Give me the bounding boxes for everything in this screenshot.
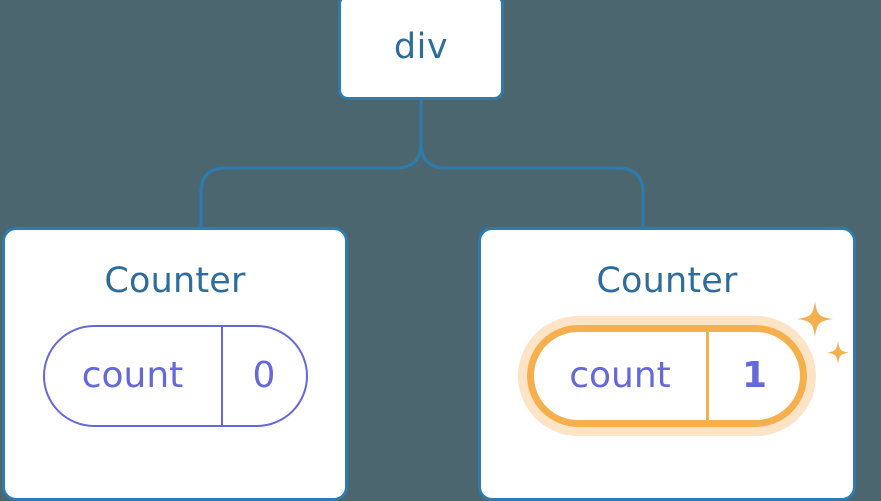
state-pill-wrapper-left: count 0 xyxy=(42,325,308,427)
state-pill-highlighted[interactable]: count 1 xyxy=(527,325,807,427)
state-pill-idle[interactable]: count 0 xyxy=(42,325,308,427)
component-card-counter-left[interactable]: Counter count 0 xyxy=(2,227,348,501)
state-key-label: count xyxy=(45,327,223,425)
root-node-div[interactable]: div xyxy=(338,0,504,100)
connector-to-right-child xyxy=(419,98,645,229)
sparkle-star-small-icon xyxy=(827,341,849,364)
state-key-label: count xyxy=(534,332,709,420)
sparkle-star-icon xyxy=(797,301,833,337)
state-value-label: 0 xyxy=(252,355,276,396)
component-card-counter-right[interactable]: Counter count 1 xyxy=(478,227,856,501)
component-title: Counter xyxy=(104,261,246,301)
state-pill-wrapper-right: count 1 xyxy=(527,301,849,427)
component-title: Counter xyxy=(596,261,738,301)
connector-to-left-child xyxy=(199,98,423,229)
root-node-label: div xyxy=(393,26,449,67)
state-value-label: 1 xyxy=(741,355,768,396)
